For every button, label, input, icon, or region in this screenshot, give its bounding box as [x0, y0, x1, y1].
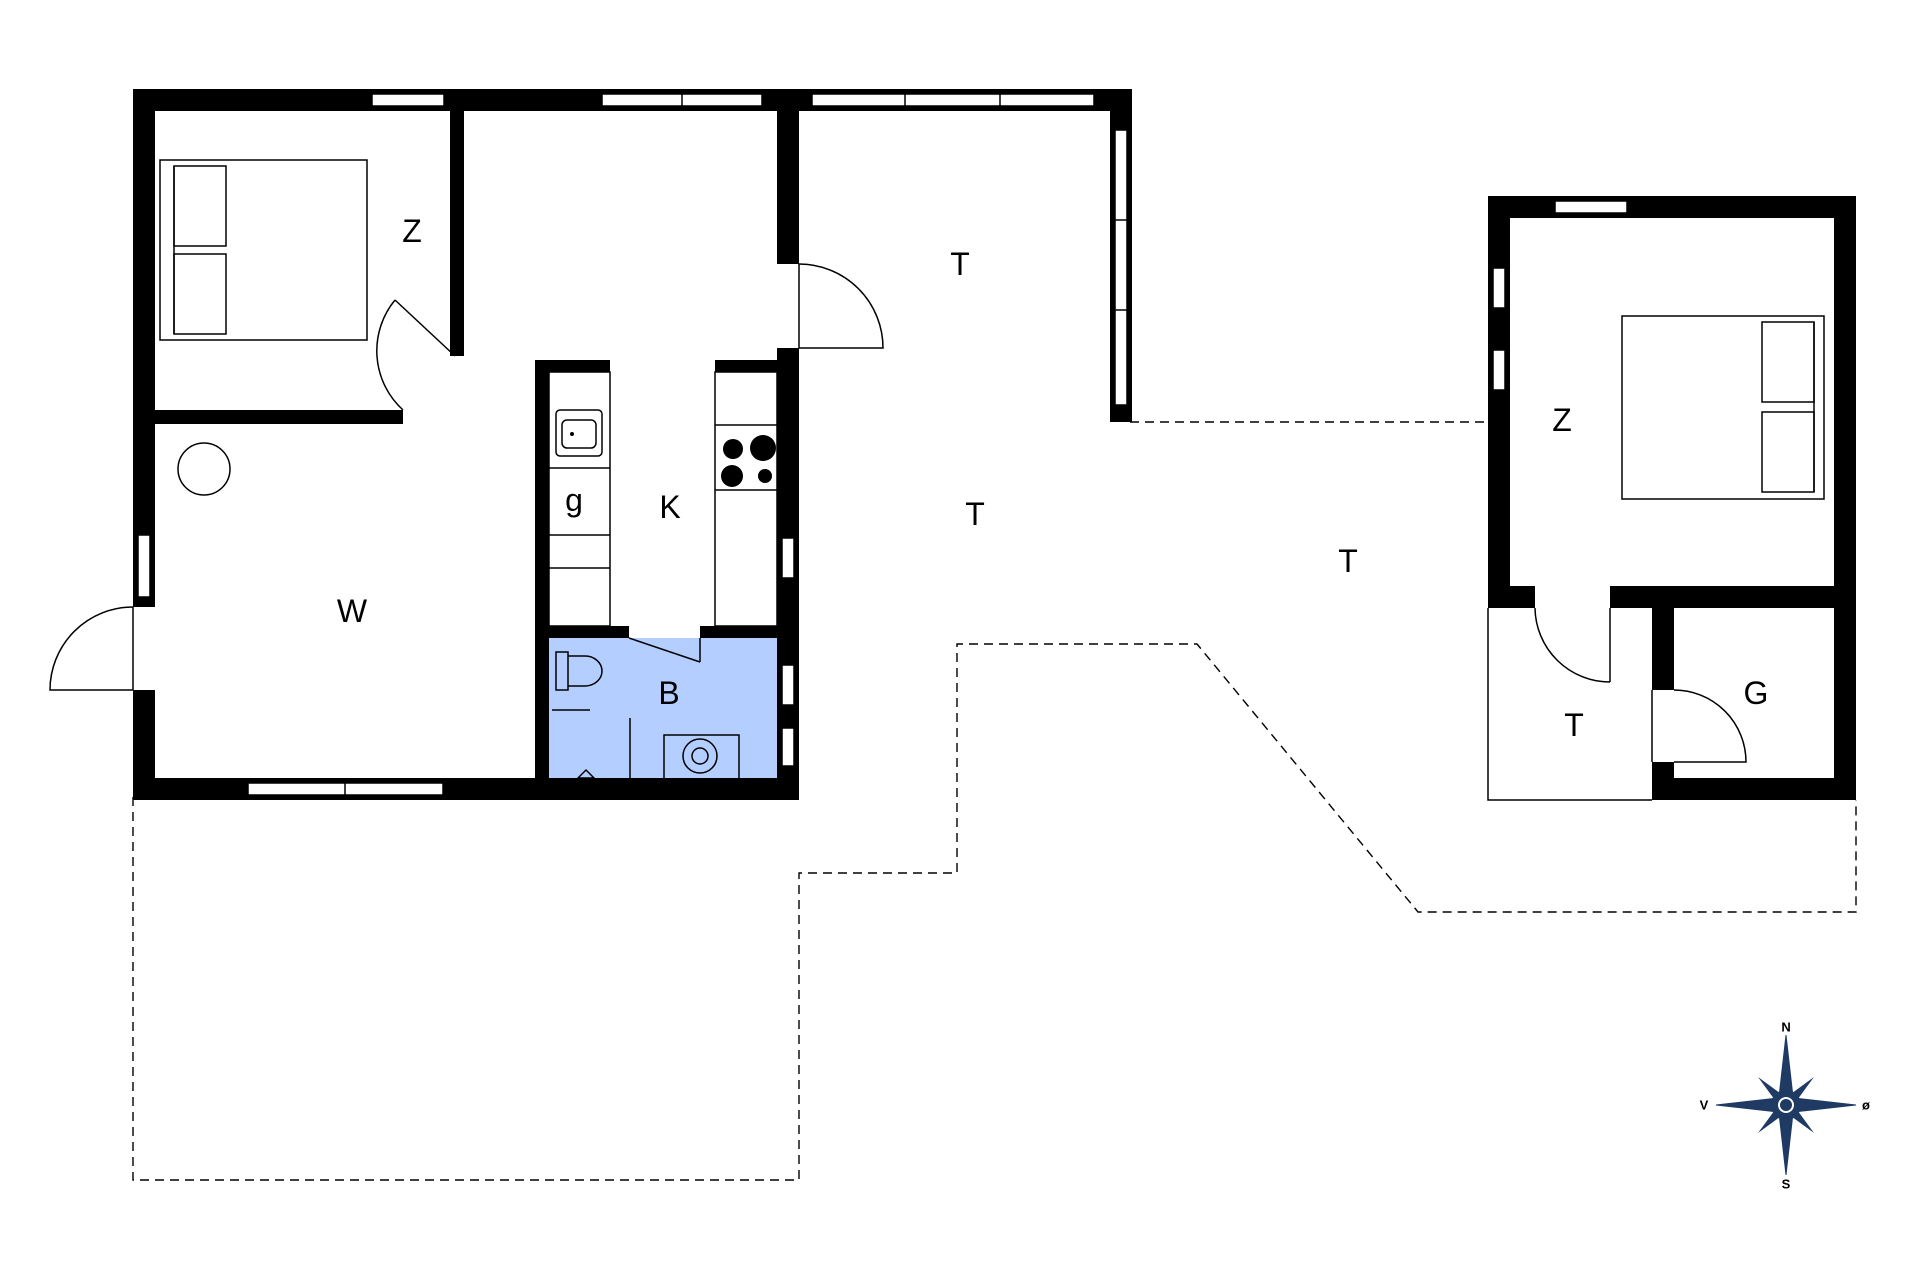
annex-windows [1487, 200, 1652, 801]
label-bathroom: B [658, 675, 679, 711]
wall-bathroom-north [549, 626, 629, 638]
annex-wall-east [1834, 196, 1856, 800]
bed-annex [1621, 315, 1825, 500]
wall-pantry-top [535, 360, 610, 372]
annex-wall-north [1488, 196, 1856, 218]
wall-west-lower [133, 690, 155, 800]
compass-east-label: ø [1862, 1098, 1870, 1113]
annex-wall-storage-south [1652, 778, 1856, 800]
label-terrace-north: T [950, 246, 970, 282]
window-bathroom-east-2 [781, 727, 795, 767]
kitchen-fixtures [548, 371, 778, 627]
window-terrace-north [811, 93, 1095, 107]
compass-west-label: V [1700, 1098, 1709, 1113]
compass-south-label: S [1782, 1177, 1791, 1192]
door-entrance-swing [49, 606, 134, 691]
label-bedroom-main: Z [402, 213, 422, 249]
bed-main [159, 159, 368, 341]
label-annex-storage: G [1744, 675, 1769, 711]
tap-icon [576, 768, 596, 779]
label-kitchen: K [659, 489, 680, 525]
label-terrace-east: T [1338, 543, 1358, 579]
annex-window-west-2 [1492, 349, 1506, 391]
toilet-icon [555, 651, 603, 691]
stove-counter [714, 371, 778, 627]
window-living-west [137, 534, 151, 598]
wall-counter-top [715, 360, 777, 372]
annex-wall-west [1488, 196, 1510, 608]
wall-bathroom-north-east [700, 626, 777, 638]
pantry-counter [548, 371, 611, 627]
annex-doors [1534, 607, 1747, 763]
label-terrace-middle: T [965, 496, 985, 532]
annex-door-storage-swing [1673, 689, 1747, 763]
wall-bedroom-partition [450, 111, 464, 356]
annex-window-west-1 [1492, 267, 1506, 309]
label-annex-entry: T [1564, 707, 1584, 743]
window-terrace-east [1114, 129, 1128, 406]
label-bedroom-annex: Z [1552, 402, 1572, 438]
annex-wall-storage-west-upper [1652, 600, 1674, 690]
wall-kitchen-west [535, 360, 549, 780]
wall-south [133, 778, 798, 800]
stove-icon [721, 435, 776, 487]
wood-stove-icon [177, 442, 231, 496]
wall-kitchen-east-upper [777, 89, 799, 264]
door-bedroom-swing [376, 299, 404, 411]
terrace-outlines [132, 421, 1857, 1181]
label-kitchen-unit: g [565, 482, 583, 518]
annex-window-north [1554, 200, 1628, 214]
door-terrace-swing [798, 263, 884, 349]
annex-entry-outline [1487, 608, 1652, 801]
label-living: W [337, 593, 368, 629]
wall-bedroom-south [155, 410, 403, 424]
room-labels: Z g K W B T T T Z T G [337, 213, 1769, 743]
annex-wall-bedroom-south-1 [1488, 586, 1535, 608]
terrace-outline-south [132, 643, 1857, 1181]
window-kitchen-east [781, 537, 795, 579]
compass-north-label: N [1781, 1020, 1790, 1035]
door-bathroom-leaf [628, 637, 701, 663]
bathroom-fixtures [552, 651, 740, 781]
washbasin-icon [663, 734, 740, 781]
wall-west-upper [133, 89, 155, 607]
annex-door-bedroom-swing [1534, 607, 1611, 683]
window-bathroom-east-1 [781, 664, 795, 706]
annex-walls [1488, 196, 1856, 800]
compass-rose-icon: N S V ø [1700, 1020, 1870, 1192]
window-bedroom-north [371, 93, 445, 107]
main-house-windows [137, 93, 1128, 796]
annex-wall-bedroom-south-2 [1610, 586, 1856, 608]
door-bedroom-leaf [394, 299, 456, 357]
sink-icon [555, 409, 603, 457]
main-house-doors [49, 263, 884, 691]
